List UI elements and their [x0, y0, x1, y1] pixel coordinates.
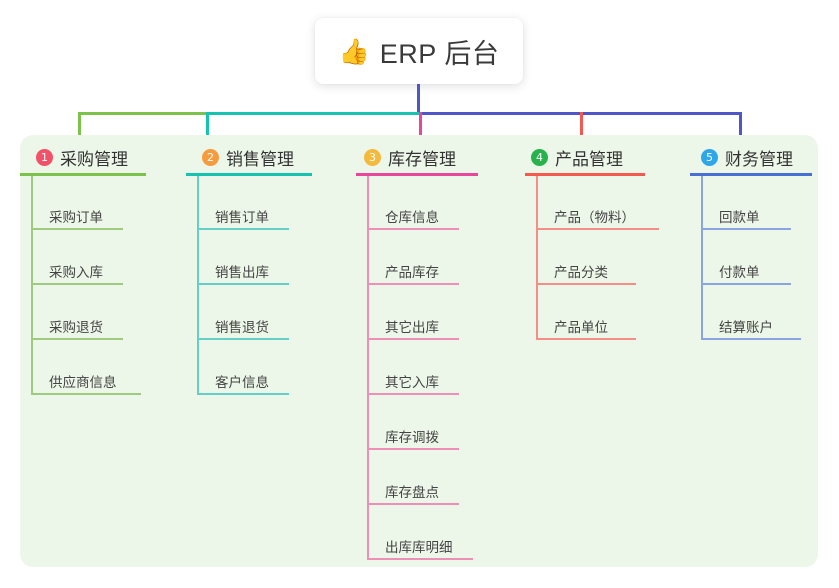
- leaf-underline: [536, 228, 659, 230]
- column-rule-purchase: [20, 173, 146, 176]
- badge-number-purchase: 1: [36, 149, 53, 166]
- leaf-label: 产品库存: [385, 265, 439, 280]
- column-title-sales: 销售管理: [226, 150, 294, 169]
- leaf-label: 库存调拨: [385, 430, 439, 445]
- leaf-underline: [31, 393, 141, 395]
- leaf-label: 销售退货: [215, 320, 269, 335]
- diagram-panel: 1 采购管理采购订单采购入库采购退货供应商信息 2 销售管理销售订单销售出库销售退货客…: [20, 135, 818, 567]
- leaf-underline: [367, 283, 459, 285]
- leaf-label: 产品（物料）: [554, 210, 635, 225]
- leaf-underline: [701, 228, 791, 230]
- column-title-purchase: 采购管理: [60, 150, 128, 169]
- thumbs-up-icon: 👍: [338, 36, 370, 66]
- leaf-underline: [536, 338, 636, 340]
- badge-number-inventory: 3: [364, 149, 381, 166]
- riser-product: [580, 112, 583, 152]
- column-rule-product: [525, 173, 645, 176]
- leaf-underline: [31, 283, 123, 285]
- leaf-underline: [367, 503, 459, 505]
- badge-number-sales: 2: [202, 149, 219, 166]
- leaf-label: 产品分类: [554, 265, 608, 280]
- leaf-label: 其它出库: [385, 320, 439, 335]
- riser-inventory: [419, 112, 422, 152]
- leaf-label: 出库库明细: [385, 540, 453, 555]
- leaf-underline: [367, 393, 459, 395]
- leaf-label: 结算账户: [719, 320, 773, 335]
- leaf-label: 销售订单: [215, 210, 269, 225]
- root-node-title: ERP 后台: [379, 38, 500, 69]
- column-rule-inventory: [356, 173, 478, 176]
- leaf-label: 销售出库: [215, 265, 269, 280]
- leaf-label: 采购退货: [49, 320, 103, 335]
- leaf-underline: [31, 338, 123, 340]
- leaf-underline: [197, 338, 289, 340]
- column-title-product: 产品管理: [555, 150, 623, 169]
- column-header-product[interactable]: 4 产品管理: [531, 145, 623, 170]
- column-trunk-finance: [701, 176, 703, 340]
- leaf-label: 产品单位: [554, 320, 608, 335]
- leaf-underline: [367, 228, 459, 230]
- column-title-inventory: 库存管理: [388, 150, 456, 169]
- leaf-label: 库存盘点: [385, 485, 439, 500]
- badge-number-finance: 5: [701, 149, 718, 166]
- leaf-underline: [701, 283, 791, 285]
- leaf-label: 付款单: [719, 265, 760, 280]
- leaf-label: 供应商信息: [49, 375, 117, 390]
- badge-number-product: 4: [531, 149, 548, 166]
- leaf-label: 客户信息: [215, 375, 269, 390]
- leaf-underline: [31, 228, 123, 230]
- column-trunk-purchase: [31, 176, 33, 395]
- leaf-label: 仓库信息: [385, 210, 439, 225]
- leaf-label: 采购入库: [49, 265, 103, 280]
- leaf-underline: [197, 393, 289, 395]
- leaf-underline: [197, 228, 289, 230]
- leaf-underline: [367, 338, 459, 340]
- column-header-sales[interactable]: 2 销售管理: [202, 145, 294, 170]
- leaf-underline: [367, 448, 459, 450]
- leaf-underline: [367, 558, 473, 560]
- root-stem-connector: [417, 84, 420, 114]
- leaf-label: 回款单: [719, 210, 760, 225]
- column-title-finance: 财务管理: [725, 150, 793, 169]
- leaf-label: 其它入库: [385, 375, 439, 390]
- leaf-underline: [536, 283, 636, 285]
- leaf-underline: [701, 338, 801, 340]
- leaf-label: 采购订单: [49, 210, 103, 225]
- column-trunk-inventory: [367, 176, 369, 560]
- column-header-inventory[interactable]: 3 库存管理: [364, 145, 456, 170]
- leaf-underline: [197, 283, 289, 285]
- bus-green: [78, 112, 206, 115]
- bus-teal: [206, 112, 419, 115]
- column-trunk-product: [536, 176, 538, 340]
- column-trunk-sales: [197, 176, 199, 395]
- column-rule-finance: [690, 173, 812, 176]
- column-header-finance[interactable]: 5 财务管理: [701, 145, 793, 170]
- column-header-purchase[interactable]: 1 采购管理: [36, 145, 128, 170]
- column-rule-sales: [186, 173, 312, 176]
- root-node-card[interactable]: 👍 ERP 后台: [315, 18, 523, 84]
